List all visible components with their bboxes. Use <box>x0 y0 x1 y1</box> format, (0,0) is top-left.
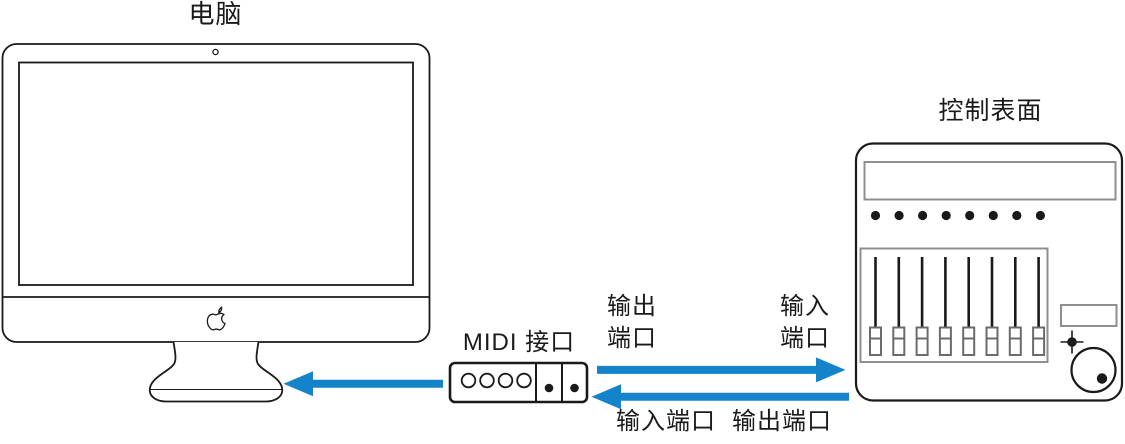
input-port-label-line1: 输入 <box>780 293 830 320</box>
control-surface-display <box>863 161 1117 201</box>
apple-logo-icon <box>206 306 226 331</box>
computer-screen <box>18 61 414 286</box>
control-surface-illustration <box>854 142 1124 402</box>
fader <box>1008 257 1022 356</box>
midi-interface-label: MIDI 接口 <box>462 329 576 356</box>
control-surface-label: 控制表面 <box>938 97 1043 125</box>
knob-row <box>870 210 1045 221</box>
computer-stand <box>148 341 284 403</box>
midi-jack-dot-2 <box>570 383 579 393</box>
bottom-input-port-label: 输入端口 <box>616 408 716 435</box>
fader <box>962 257 976 356</box>
output-port-label: 输出 端口 <box>598 291 666 355</box>
jog-wheel-dot <box>1096 373 1108 384</box>
arrow-surface-to-midi <box>591 384 849 410</box>
cursor-crosshair-icon <box>1060 330 1084 354</box>
input-port-label: 输入 端口 <box>771 291 839 355</box>
jog-wheel <box>1070 346 1117 394</box>
bottom-output-port-label: 输出端口 <box>732 408 832 435</box>
fader <box>938 257 952 356</box>
arrow-midi-to-computer <box>283 371 443 397</box>
fader <box>892 257 906 356</box>
faders <box>869 257 1046 356</box>
bottom-port-labels: 输入端口 输出端口 <box>593 408 855 436</box>
input-port-label-line2: 端口 <box>780 325 830 352</box>
transport-display <box>1060 304 1118 327</box>
computer-label: 电脑 <box>188 0 243 29</box>
midi-din-ports <box>460 372 532 389</box>
midi-interface-illustration <box>448 361 589 404</box>
fader <box>915 257 929 356</box>
computer-illustration <box>1 43 431 403</box>
fader <box>1032 257 1046 356</box>
output-port-label-line2: 端口 <box>607 325 657 352</box>
output-port-label-line1: 输出 <box>607 293 657 320</box>
fader <box>985 257 999 356</box>
fader <box>869 257 882 356</box>
arrow-midi-to-surface <box>597 357 846 383</box>
camera-icon <box>212 48 219 56</box>
midi-jack-dot-1 <box>544 383 554 393</box>
